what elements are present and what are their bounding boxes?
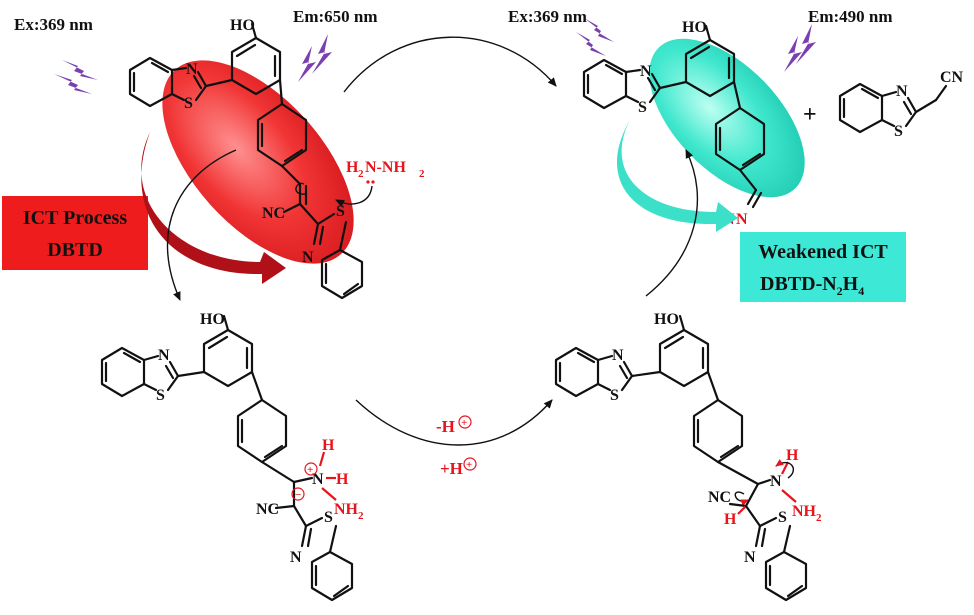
svg-text:HO: HO: [682, 19, 707, 36]
svg-text:+: +: [466, 459, 472, 471]
svg-text:N: N: [736, 211, 748, 228]
svg-text:N: N: [312, 471, 324, 488]
svg-text:2: 2: [419, 168, 425, 180]
svg-text:CN: CN: [940, 69, 964, 86]
excitation-label-right: Ex:369 nm: [508, 7, 587, 26]
protonation-label: +H: [440, 459, 463, 478]
svg-text:S: S: [336, 203, 345, 220]
svg-text:HO: HO: [200, 311, 225, 328]
deprotonation-label: -H: [436, 417, 455, 436]
svg-text:HO: HO: [230, 17, 255, 34]
emission-label-left: Em:650 nm: [293, 7, 378, 26]
svg-text:HO: HO: [654, 311, 679, 328]
zwitterion-intermediate-molecule: N S HO N + H H NH 2 − NC S: [100, 311, 364, 602]
svg-text:+: +: [461, 417, 467, 429]
svg-text:N-NH: N-NH: [365, 159, 406, 176]
ict-red-curved-arrow: [141, 132, 286, 284]
down-curved-arrow-left: [166, 149, 237, 301]
excitation-bolt-left-icon: [54, 60, 98, 94]
up-curved-arrow-right: [645, 149, 699, 297]
dbtd-label: DBTD: [47, 239, 103, 261]
svg-text:NC: NC: [262, 205, 285, 222]
emission-label-right: Em:490 nm: [808, 7, 893, 26]
ict-process-box: [2, 196, 148, 270]
dbtd-molecule: N S HO NC S N H 2 N-NH 2: [128, 17, 425, 300]
svg-text:N: N: [612, 347, 624, 364]
svg-text:2: 2: [358, 510, 364, 522]
deprotonation-arrow: [355, 399, 553, 446]
excitation-label-left: Ex:369 nm: [14, 15, 93, 34]
neutral-adduct-molecule: N S HO N H NH 2 NC H S N: [554, 311, 822, 602]
svg-text:H: H: [336, 471, 349, 488]
svg-text:NC: NC: [256, 501, 279, 518]
weakened-ict-box: [740, 232, 906, 302]
benzothiazole-acetonitrile-molecule: N S CN: [838, 69, 964, 140]
svg-text:S: S: [610, 387, 619, 404]
svg-text:S: S: [156, 387, 165, 404]
svg-text:H: H: [724, 511, 737, 528]
svg-text:H: H: [346, 159, 359, 176]
svg-text:NH: NH: [334, 501, 359, 518]
svg-text:−: −: [295, 489, 301, 501]
svg-text:H: H: [322, 437, 335, 454]
svg-text:N: N: [158, 347, 170, 364]
svg-text:N: N: [640, 63, 652, 80]
ict-process-label: ICT Process: [23, 207, 127, 229]
emission-bolt-left-icon: [298, 34, 332, 82]
svg-text:N: N: [186, 61, 198, 78]
excitation-bolt-right-icon: [576, 18, 614, 56]
svg-text:NC: NC: [708, 489, 731, 506]
svg-text:N: N: [770, 473, 782, 490]
emission-bolt-right-icon: [784, 24, 816, 72]
svg-text:S: S: [324, 509, 333, 526]
top-reaction-arrow: [343, 36, 557, 93]
svg-text:+: +: [307, 464, 313, 476]
svg-text:S: S: [778, 509, 787, 526]
svg-text:N: N: [896, 83, 908, 100]
dbtd-n2h4-label: DBTD-N2H4: [760, 273, 864, 298]
weakened-ict-label: Weakened ICT: [758, 241, 888, 263]
svg-text:S: S: [638, 99, 647, 116]
svg-text:H: H: [786, 447, 799, 464]
svg-text:N: N: [302, 249, 314, 266]
cyan-curved-arrow: [616, 120, 738, 232]
svg-text:2: 2: [816, 512, 822, 524]
svg-text:N: N: [290, 549, 302, 566]
svg-text:2: 2: [358, 168, 364, 180]
svg-text:N: N: [744, 549, 756, 566]
plus-sign: +: [803, 102, 817, 128]
svg-text:NH: NH: [792, 503, 817, 520]
svg-text:S: S: [184, 95, 193, 112]
cyan-ict-ellipse: [649, 38, 805, 198]
svg-text:S: S: [894, 123, 903, 140]
red-ict-ellipse: [162, 60, 354, 264]
